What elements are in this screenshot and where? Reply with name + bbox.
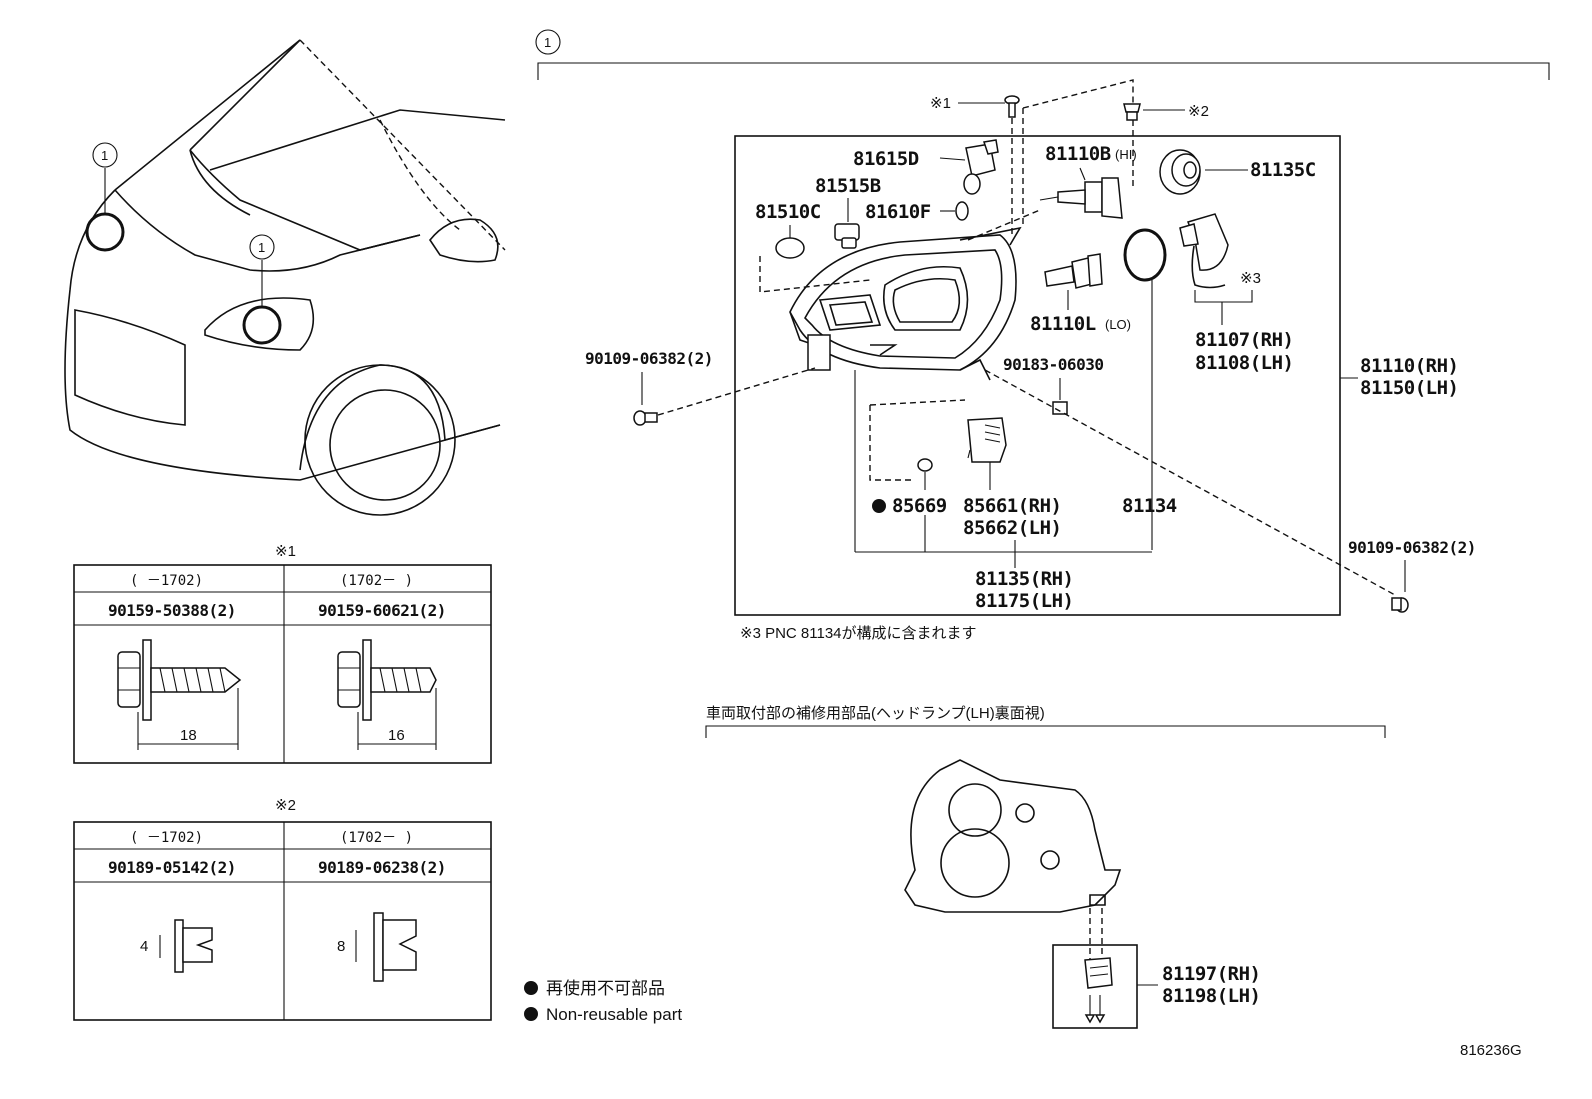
part-81107: 81107(RH) bbox=[1195, 329, 1293, 351]
small-bulb-icon bbox=[955, 201, 969, 221]
assembly-side-label: 81110(RH) 81150(LH) bbox=[1340, 355, 1459, 399]
part-85662: 85662(LH) bbox=[963, 517, 1061, 539]
part-81135C: 81135C bbox=[1250, 159, 1316, 181]
table1-title: ※1 bbox=[275, 543, 296, 560]
callout-number-right: 1 bbox=[258, 240, 265, 255]
lo-label: (LO) bbox=[1105, 317, 1131, 332]
part-85661: 85661(RH) bbox=[963, 495, 1061, 517]
fastener-table-1: ※1 ( －1702) (1702－ ) 90159-50388(2) 9015… bbox=[73, 543, 492, 764]
headlamp-callout-right-circle bbox=[242, 305, 282, 345]
table1-col2-range: (1702－ ) bbox=[340, 573, 413, 589]
part-81610F: 81610F bbox=[865, 201, 931, 223]
fastener-table-2: ※2 ( －1702) (1702－ ) 90189-05142(2) 9018… bbox=[73, 797, 492, 1021]
socket-harness-icon bbox=[1179, 213, 1229, 289]
diagram-code: 816236G bbox=[1460, 1042, 1522, 1059]
bolt-screw-icon bbox=[337, 639, 437, 750]
side-marker-bulb-icon bbox=[963, 139, 999, 195]
top-fasteners: ※1 ※2 bbox=[930, 79, 1209, 235]
headlamp-back-view bbox=[904, 759, 1122, 913]
part-81615D: 81615D bbox=[853, 148, 919, 170]
table2-col2-part: 90189-06238(2) bbox=[318, 858, 446, 877]
non-reusable-dot-icon-2 bbox=[524, 1007, 538, 1021]
part-81108: 81108(LH) bbox=[1195, 352, 1293, 374]
table2-col2-dim: 8 bbox=[337, 938, 345, 955]
part-81110RH: 81110(RH) bbox=[1360, 355, 1458, 377]
part-81110L: 81110L bbox=[1030, 313, 1096, 335]
repair-title: 車両取付部の補修用部品(ヘッドランプ(LH)裏面視) bbox=[706, 704, 1045, 722]
clip-top-icon bbox=[1123, 103, 1141, 121]
part-81110B: 81110B bbox=[1045, 143, 1111, 165]
headlamp-housing bbox=[789, 226, 1022, 381]
clip-nut-small-icon bbox=[1052, 401, 1068, 415]
repair-parts-section: 車両取付部の補修用部品(ヘッドランプ(LH)裏面視) 81197(RH) 811… bbox=[705, 704, 1386, 1029]
dust-cap-icon bbox=[1159, 149, 1201, 195]
part-81515B: 81515B bbox=[815, 175, 881, 197]
hi-beam-bulb-icon bbox=[1039, 177, 1123, 219]
clip-nut-large-icon bbox=[355, 912, 417, 982]
assembly-callout-number: 1 bbox=[544, 35, 551, 50]
table1-col2-dim: 16 bbox=[388, 727, 405, 744]
screw-left-group: 90109-06382(2) bbox=[585, 349, 816, 426]
table2-col1-dim: 4 bbox=[140, 938, 148, 955]
table2-col1-part: 90189-05142(2) bbox=[108, 858, 236, 877]
screw-left-icon bbox=[633, 410, 658, 426]
o-ring-icon bbox=[1123, 228, 1167, 282]
screw-top-icon bbox=[1004, 95, 1020, 118]
table1-col2-part: 90159-60621(2) bbox=[318, 601, 446, 620]
repair-bracket-icon bbox=[1084, 957, 1113, 1024]
gasket-85669-icon bbox=[917, 458, 933, 472]
bottom-bracket: 81135(RH) 81175(LH) bbox=[854, 370, 1152, 612]
part-90183: 90183-06030 bbox=[1003, 355, 1103, 374]
part-81150LH: 81150(LH) bbox=[1360, 377, 1458, 399]
screw-right-group: 90109-06382(2) bbox=[1348, 538, 1476, 613]
part-81198: 81198(LH) bbox=[1162, 985, 1260, 1007]
lo-beam-bulb-icon bbox=[1044, 253, 1103, 289]
part-81134: 81134 bbox=[1122, 495, 1177, 517]
mark-1: ※1 bbox=[930, 95, 951, 112]
callout-number-left: 1 bbox=[101, 148, 108, 163]
table2-col2-range: (1702－ ) bbox=[340, 830, 413, 846]
screw-right-icon bbox=[1391, 597, 1409, 613]
socket-icon bbox=[834, 223, 860, 249]
part-81175LH: 81175(LH) bbox=[975, 590, 1073, 612]
clip-90183-group: 90183-06030 bbox=[984, 355, 1396, 596]
bulbs-group: 81615D 81515B 81510C 81610F 81110B (HI) bbox=[755, 139, 1316, 550]
part-81197: 81197(RH) bbox=[1162, 963, 1260, 985]
assembly-bracket: 1 bbox=[535, 29, 1550, 80]
legend-jp: 再使用不可部品 bbox=[546, 978, 665, 998]
part-85669: 85669 bbox=[892, 495, 947, 517]
non-reusable-85669-dot bbox=[872, 499, 886, 513]
legend-en: Non-reusable part bbox=[546, 1005, 682, 1024]
car-front-illustration: 1 1 bbox=[64, 39, 506, 516]
hi-label: (HI) bbox=[1115, 147, 1137, 162]
leveling-motor-icon bbox=[967, 417, 1007, 463]
tapping-screw-icon bbox=[117, 639, 242, 750]
table1-col1-range: ( －1702) bbox=[130, 573, 203, 589]
part-81135RH: 81135(RH) bbox=[975, 568, 1073, 590]
table2-title: ※2 bbox=[275, 797, 296, 814]
table1-col1-part: 90159-50388(2) bbox=[108, 601, 236, 620]
mark-2: ※2 bbox=[1188, 103, 1209, 120]
legend: 再使用不可部品 Non-reusable part bbox=[524, 978, 682, 1024]
non-reusable-dot-icon bbox=[524, 981, 538, 995]
table2-col1-range: ( －1702) bbox=[130, 830, 203, 846]
headlamp-callout-left-circle bbox=[85, 212, 125, 252]
part-90109-left: 90109-06382(2) bbox=[585, 349, 713, 368]
headlamp-assembly-box bbox=[734, 135, 1341, 616]
table1-col1-dim: 18 bbox=[180, 727, 197, 744]
part-90109-right: 90109-06382(2) bbox=[1348, 538, 1476, 557]
pnc-note: ※3 PNC 81134が構成に含まれます bbox=[740, 625, 977, 642]
leveling-actuator-group: 85669 85661(RH) 85662(LH) bbox=[869, 399, 1062, 539]
side-lens-icon bbox=[775, 237, 805, 259]
clip-nut-icon bbox=[159, 919, 213, 973]
part-81510C: 81510C bbox=[755, 201, 821, 223]
mark-3: ※3 bbox=[1240, 270, 1261, 287]
